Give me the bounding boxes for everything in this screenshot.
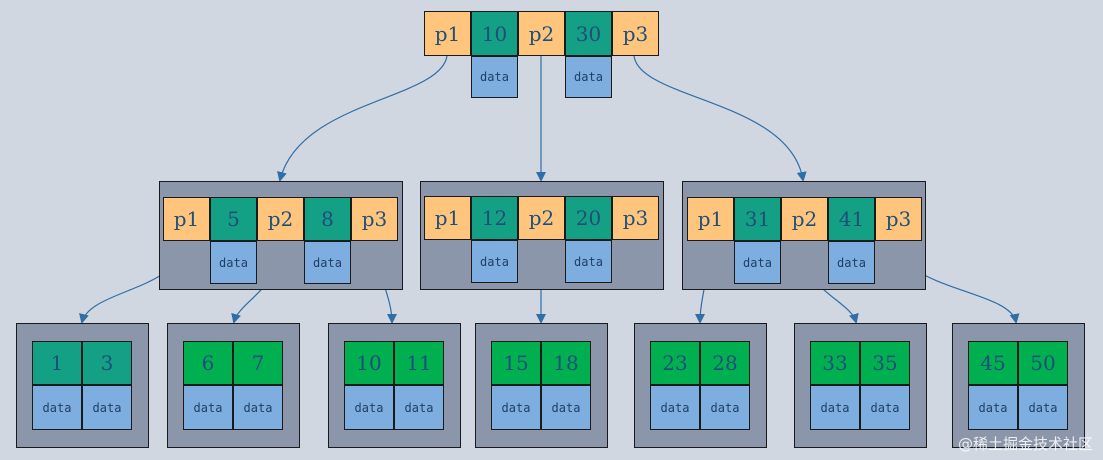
leaf-1-data-2: data (82, 385, 132, 430)
leaf-4-data-2: data (541, 385, 591, 430)
internal-2-data-2: data (565, 240, 612, 283)
leaf-6-data-2: data (860, 385, 910, 430)
root-pointer-p1: p1 (424, 11, 471, 56)
internal-2-key-1: 12 (471, 196, 518, 240)
leaf-5-key-1: 23 (650, 341, 700, 385)
leaf-2-key-2: 7 (233, 341, 283, 385)
root-data-1: data (471, 56, 518, 98)
internal-2-pointer-p2: p2 (518, 196, 565, 240)
leaf-5-key-2: 28 (700, 341, 750, 385)
internal-2-key-2: 20 (565, 196, 612, 240)
leaf-7-data-2: data (1018, 385, 1068, 430)
leaf-1-key-1: 1 (32, 341, 82, 385)
leaf-6-key-1: 33 (810, 341, 860, 385)
leaf-3-key-1: 10 (344, 341, 394, 385)
leaf-7-data-1: data (968, 385, 1018, 430)
root-pointer-p3: p3 (612, 11, 659, 56)
internal-2-pointer-p1: p1 (424, 196, 471, 240)
internal-3-key-2: 41 (828, 197, 875, 241)
arrow-root-p3 (633, 55, 807, 182)
internal-1-pointer-p1: p1 (163, 197, 210, 241)
internal-3-data-1: data (734, 241, 781, 284)
internal-3-pointer-p1: p1 (687, 197, 734, 241)
internal-1-key-1: 5 (210, 197, 257, 241)
leaf-4-data-1: data (491, 385, 541, 430)
internal-3-data-2: data (828, 241, 875, 284)
leaf-3-data-2: data (394, 385, 444, 430)
leaf-3-data-1: data (344, 385, 394, 430)
arrow-root-p1 (277, 55, 448, 182)
root-key-2: 30 (565, 11, 612, 56)
leaf-5-data-1: data (650, 385, 700, 430)
internal-1-pointer-p2: p2 (257, 197, 304, 241)
leaf-4-key-2: 18 (541, 341, 591, 385)
internal-2-pointer-p3: p3 (612, 196, 659, 240)
leaf-1-data-1: data (32, 385, 82, 430)
root-key-1: 10 (471, 11, 518, 56)
internal-3-pointer-p3: p3 (875, 197, 922, 241)
internal-2-data-1: data (471, 240, 518, 283)
internal-1-data-1: data (210, 241, 257, 284)
root-data-2: data (565, 56, 612, 98)
leaf-4-key-1: 15 (491, 341, 541, 385)
root-pointer-p2: p2 (518, 11, 565, 56)
leaf-2-key-1: 6 (183, 341, 233, 385)
internal-1-pointer-p3: p3 (351, 197, 398, 241)
leaf-5-data-2: data (700, 385, 750, 430)
internal-1-key-2: 8 (304, 197, 351, 241)
watermark: @稀土掘金技术社区 (957, 435, 1093, 453)
internal-3-pointer-p2: p2 (781, 197, 828, 241)
leaf-7-key-2: 50 (1018, 341, 1068, 385)
leaf-7-key-1: 45 (968, 341, 1018, 385)
leaf-3-key-2: 11 (394, 341, 444, 385)
leaf-6-data-1: data (810, 385, 860, 430)
leaf-1-key-2: 3 (82, 341, 132, 385)
internal-1-data-2: data (304, 241, 351, 284)
leaf-2-data-1: data (183, 385, 233, 430)
leaf-2-data-2: data (233, 385, 283, 430)
leaf-6-key-2: 35 (860, 341, 910, 385)
internal-3-key-1: 31 (734, 197, 781, 241)
